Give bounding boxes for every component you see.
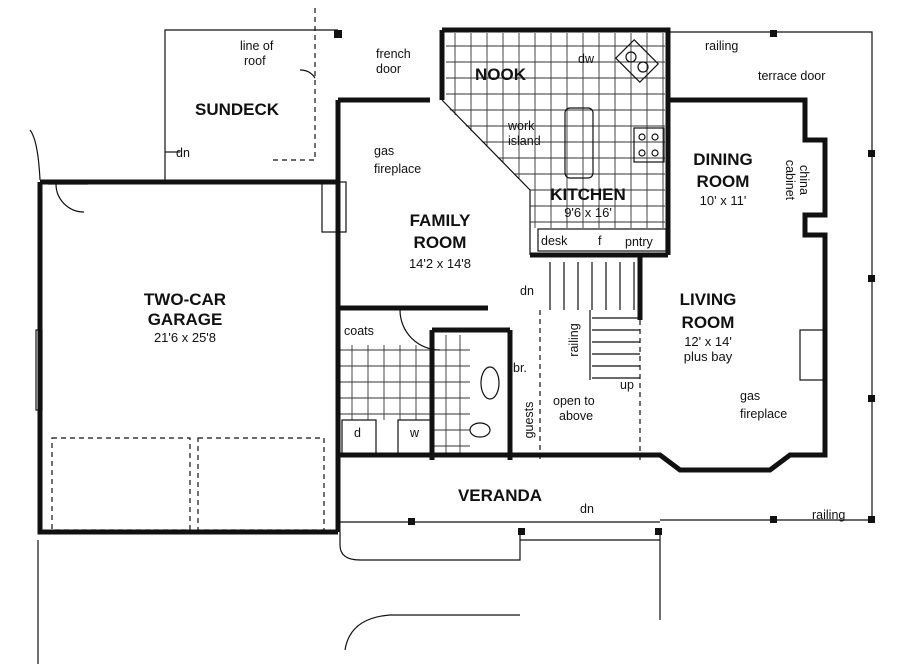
living-dimensions: 12' x 14'	[684, 334, 732, 349]
washer	[397, 419, 433, 455]
fireplace-living	[799, 329, 827, 381]
label-china-cabinet: china	[797, 165, 811, 195]
label-open-to-above-2: above	[559, 409, 593, 423]
label-gas-fireplace-living: gas	[740, 389, 760, 403]
label-french-door-2: door	[376, 62, 401, 76]
garage-doors	[35, 183, 325, 531]
label-fridge: f	[598, 234, 602, 248]
room-label-family-2: ROOM	[414, 233, 467, 252]
label-gas-fireplace-family-2: fireplace	[374, 162, 421, 176]
tile-floor-nook-kitchen	[340, 33, 665, 455]
label-guests: guests	[522, 402, 536, 439]
label-dryer: d	[354, 426, 361, 440]
door-swing	[399, 309, 441, 351]
label-broom: br.	[513, 361, 527, 375]
exterior-railing	[334, 30, 875, 535]
fireplace-family	[321, 181, 347, 233]
label-china-cabinet-2: cabinet	[783, 160, 797, 201]
label-washer: w	[409, 426, 420, 440]
room-label-family: FAMILY	[410, 211, 471, 230]
label-dishwasher: dw	[578, 52, 595, 66]
label-coats: coats	[344, 324, 374, 338]
room-label-nook: NOOK	[475, 65, 527, 84]
label-railing-veranda: railing	[812, 508, 845, 522]
kitchen-dimensions: 9'6 x 16'	[564, 205, 612, 220]
sink-bath	[480, 366, 500, 400]
room-label-kitchen: KITCHEN	[550, 185, 626, 204]
label-work-island: work	[507, 119, 535, 133]
work-island	[564, 107, 594, 179]
label-pantry: pntry	[625, 235, 654, 249]
label-up: up	[620, 378, 634, 392]
label-open-to-above: open to	[553, 394, 595, 408]
label-line-of-roof: line of	[240, 39, 274, 53]
label-desk: desk	[541, 234, 568, 248]
label-work-island-2: island	[508, 134, 541, 148]
room-label-sundeck: SUNDECK	[195, 100, 280, 119]
walls	[37, 27, 828, 535]
toilet-icon	[469, 422, 491, 438]
dining-dimensions: 10' x 11'	[700, 193, 747, 208]
label-dn-sundeck: dn	[176, 146, 190, 160]
mask	[440, 102, 530, 230]
entry-walkway	[37, 532, 661, 664]
cooktop-icon	[633, 127, 665, 163]
label-railing-top: railing	[705, 39, 738, 53]
room-label-garage: TWO-CAR	[144, 290, 226, 309]
room-label-living: LIVING	[680, 290, 737, 309]
label-railing-stairs: railing	[567, 323, 581, 356]
sink-icon	[614, 38, 660, 84]
family-dimensions: 14'2 x 14'8	[409, 256, 471, 271]
room-label-dining: DINING	[693, 150, 753, 169]
label-gas-fireplace-living-2: fireplace	[740, 407, 787, 421]
living-dimensions-2: plus bay	[684, 349, 733, 364]
label-dn-veranda: dn	[580, 502, 594, 516]
label-gas-fireplace-family: gas	[374, 144, 394, 158]
staircase	[549, 262, 640, 380]
label-dn-stairs: dn	[520, 284, 534, 298]
garage-dimensions: 21'6 x 25'8	[154, 330, 216, 345]
sundeck-outline	[29, 8, 338, 181]
label-line-of-roof-2: roof	[244, 54, 266, 68]
counter-desk-pantry	[537, 228, 667, 252]
dryer	[341, 419, 377, 455]
room-label-dining-2: ROOM	[697, 172, 750, 191]
room-label-veranda: VERANDA	[458, 486, 542, 505]
kitchen-diagonal-edge	[441, 99, 531, 255]
room-label-garage-2: GARAGE	[148, 310, 223, 329]
room-label-living-2: ROOM	[682, 313, 735, 332]
label-terrace-door: terrace door	[758, 69, 825, 83]
label-french-door: french	[376, 47, 411, 61]
